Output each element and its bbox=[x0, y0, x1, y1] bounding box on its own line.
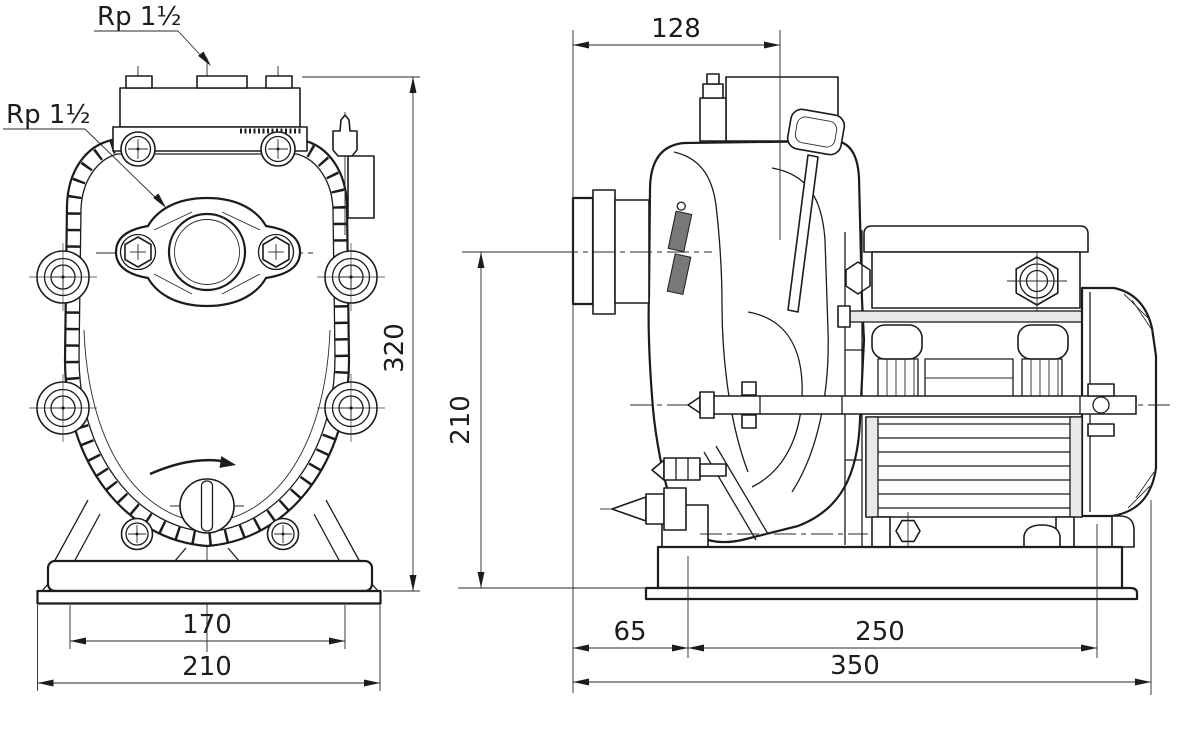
check-valve-flap bbox=[666, 201, 693, 296]
dimension-center-height-210: 210 bbox=[446, 251, 646, 589]
cap-bolt-right bbox=[265, 75, 293, 89]
side-view: 128 210 65 250 bbox=[446, 14, 1175, 695]
dim-label-350: 350 bbox=[830, 651, 880, 681]
dimension-bolt-spacing-170: 170 bbox=[69, 605, 346, 649]
motor-bracket bbox=[844, 230, 863, 547]
base-body bbox=[656, 545, 1124, 590]
terminal-box-lid bbox=[863, 225, 1089, 253]
rp-label-top-group: Rp 1½ bbox=[94, 2, 211, 66]
cap-bolt-left bbox=[125, 75, 153, 89]
dim-label-128: 128 bbox=[651, 14, 701, 44]
base-flange bbox=[644, 586, 1139, 601]
lower-screw-right bbox=[266, 517, 300, 551]
dim-label-320: 320 bbox=[380, 323, 410, 373]
side-base bbox=[644, 512, 1139, 601]
dim-label-210-front: 210 bbox=[182, 652, 232, 682]
volute-casing bbox=[647, 139, 866, 544]
terminal-box bbox=[863, 225, 1089, 311]
cap-center-boss bbox=[196, 75, 248, 89]
end-shield-foot bbox=[1111, 515, 1135, 548]
leader-arrow-top bbox=[198, 51, 211, 66]
dim-label-65: 65 bbox=[613, 617, 646, 647]
rp-label-top: Rp 1½ bbox=[97, 2, 182, 32]
flange-bolt-left bbox=[119, 233, 157, 271]
handle-rod bbox=[787, 154, 819, 313]
leader-arrow-front bbox=[153, 193, 166, 208]
base-upper bbox=[46, 559, 374, 593]
dimension-port-offset-128: 128 bbox=[572, 14, 781, 693]
dimension-height-320: 320 bbox=[302, 76, 420, 592]
priming-plug bbox=[332, 112, 375, 235]
handle bbox=[786, 108, 871, 313]
dim-label-170: 170 bbox=[182, 610, 232, 640]
cap-block bbox=[119, 87, 301, 128]
dimension-base-width-210: 210 bbox=[37, 605, 381, 691]
suction-flange bbox=[96, 196, 318, 308]
cap-screw-right bbox=[260, 131, 296, 167]
front-base bbox=[36, 559, 382, 605]
shaft bbox=[630, 381, 1175, 437]
motor-end-shield bbox=[1080, 286, 1158, 548]
motor-windings bbox=[871, 324, 1069, 399]
casing-bolt bbox=[845, 261, 871, 295]
handle-grip bbox=[786, 108, 846, 156]
mechanical-seal bbox=[741, 381, 757, 396]
tie-rod bbox=[837, 305, 1113, 328]
suction-port-bore bbox=[167, 212, 247, 292]
drain-plug bbox=[170, 478, 244, 534]
dim-label-210-side: 210 bbox=[446, 395, 476, 445]
rotation-arrow bbox=[149, 456, 236, 476]
dimension-foot-spacing-250: 250 bbox=[688, 524, 1098, 658]
dimension-overall-length-350: 350 bbox=[573, 500, 1152, 695]
rp-label-front-group: Rp 1½ bbox=[3, 100, 166, 208]
motor-foot-left bbox=[871, 516, 891, 548]
motor-fins bbox=[865, 416, 1083, 548]
front-view: 320 170 210 Rp 1½ Rp 1½ bbox=[3, 2, 420, 691]
rotor-core bbox=[924, 358, 1014, 399]
top-cap bbox=[112, 66, 308, 167]
lower-screw-left bbox=[120, 517, 154, 551]
base-hump bbox=[1023, 524, 1061, 548]
dim-label-250: 250 bbox=[855, 617, 905, 647]
cable-gland bbox=[1007, 251, 1067, 311]
dimension-foot-front-65: 65 bbox=[573, 556, 689, 658]
rp-label-front: Rp 1½ bbox=[6, 100, 91, 130]
bearing bbox=[1087, 383, 1115, 437]
base-struts bbox=[53, 499, 361, 563]
cap-screw-left bbox=[120, 131, 156, 167]
base-plate bbox=[36, 589, 382, 605]
flange-bolt-right bbox=[257, 233, 295, 271]
discharge-bolt bbox=[702, 83, 724, 99]
